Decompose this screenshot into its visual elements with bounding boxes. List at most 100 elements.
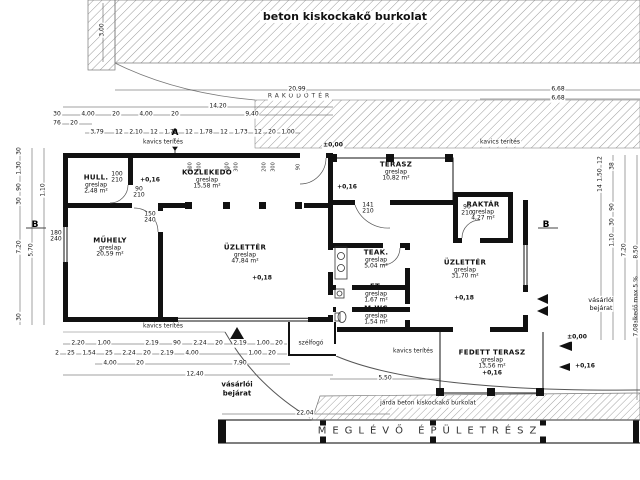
room-name: ÜZLETTÉR — [223, 243, 267, 252]
dimension-label: 30 — [608, 217, 617, 227]
dimension-label: 1,00 — [247, 349, 263, 358]
entrance-line-2: bejárat — [222, 389, 252, 397]
door-width: 100 — [111, 170, 123, 178]
dimension-label: 12 — [114, 128, 124, 137]
dimension-label: 5,50 — [377, 374, 393, 383]
dimension-label: 4,00 — [80, 110, 96, 119]
dimension-label: 6,68 — [550, 85, 566, 94]
dimension-label: 2,19 — [232, 339, 248, 348]
walkway-label: járda beton kiskockakő burkolat — [379, 399, 477, 408]
room-name: TERASZ — [379, 160, 413, 169]
entrance-line-2: bejárat — [589, 304, 613, 312]
dimension-label: 4,00 — [102, 359, 118, 368]
dimension-label: 12 — [149, 128, 159, 137]
existing-building-label: MEGLÉVŐ ÉPÜLETRÉSZ — [312, 425, 548, 437]
entrance-line-1: vásárlói — [588, 295, 614, 304]
section-marker: B — [31, 220, 39, 231]
level-marker: +0,18 — [453, 294, 475, 303]
door-arcs — [109, 157, 481, 266]
dimension-label: 30 — [15, 146, 24, 156]
area-note: szélfogó — [297, 339, 325, 348]
room-area: 20,59 m² — [96, 250, 124, 258]
room-area: 5,04 m² — [364, 262, 388, 270]
loading-area-label: RAKODÓTÉR — [267, 92, 333, 101]
dimension-label: 1,00 — [255, 339, 271, 348]
opening-size-tag: 300 — [233, 162, 240, 172]
room-area: 15,58 m² — [193, 182, 221, 190]
dimension-label: 2,20 — [70, 339, 86, 348]
door-height: 210 — [461, 210, 473, 217]
opening-size-tag: 300 — [270, 162, 277, 172]
room-name: ET. — [369, 282, 383, 291]
dimension-label: 1,54 — [81, 349, 97, 358]
room-finish: greslap — [98, 244, 122, 252]
entrance-line-1: vásárlói — [221, 380, 253, 389]
dimension-label: 3,79 — [89, 128, 105, 137]
area-note: kavics terítés — [142, 322, 184, 331]
thin-outlines — [63, 157, 544, 394]
dimension-label: 7,08 — [632, 322, 640, 338]
door-width: 150 — [144, 210, 156, 218]
dimension-label: 5,70 — [27, 242, 36, 258]
dimension-label: 1,10 — [39, 182, 48, 198]
fixtures — [334, 246, 348, 323]
area-note: kavics terítés — [142, 138, 184, 147]
room-finish: greslap — [384, 168, 408, 176]
dimension-label: 12 — [253, 128, 263, 137]
dimension-label: 25 — [104, 349, 114, 358]
dimension-label: 20 — [170, 110, 180, 119]
dimension-label: 7,20 — [15, 239, 24, 255]
dimension-label: 7,90 — [232, 359, 248, 368]
room-finish: greslap — [364, 290, 388, 298]
dimension-label: 4,00 — [138, 110, 154, 119]
dimension-label: 22,04 — [295, 409, 315, 418]
room-area: 31,70 m² — [451, 272, 479, 280]
room-area: 13,56 m² — [478, 362, 506, 370]
room-name: TEAK. — [363, 248, 389, 257]
room-finish: greslap — [364, 312, 388, 320]
room-name: KÖZLEKEDŐ — [181, 168, 233, 177]
dimension-label: 1,30 — [15, 160, 24, 176]
room-name: M.WC — [364, 304, 388, 313]
room-finish: greslap — [233, 251, 257, 259]
area-note: kavics terítés — [392, 347, 434, 356]
room-finish: greslap — [84, 181, 108, 189]
room-name: FEDETT TERASZ — [458, 348, 526, 357]
room-finish: greslap — [453, 266, 477, 274]
dimension-label: 12 — [596, 155, 605, 165]
dimension-label: 14,20 — [208, 102, 228, 111]
opening-size-tag: 200 — [261, 162, 268, 172]
door-width: 90 — [463, 203, 471, 211]
room-finish: greslap — [480, 356, 504, 364]
door-width: 180 — [50, 229, 62, 237]
opening-size-tag: 90 — [295, 163, 302, 171]
dimension-label: 9,40 — [244, 110, 260, 119]
level-marker: +0,16 — [574, 362, 596, 371]
walls — [63, 153, 544, 396]
dimension-label: 30 — [15, 196, 24, 206]
room-finish: greslap — [195, 176, 219, 184]
dimension-label: 1,73 — [233, 128, 249, 137]
dimension-label: 20 — [142, 349, 152, 358]
door-width: 90 — [135, 185, 143, 193]
dimension-label: 20 — [274, 339, 284, 348]
level-marker: ±0,00 — [322, 141, 344, 150]
dimension-label: 2,19 — [159, 349, 175, 358]
room-name: HULL. — [83, 173, 109, 182]
dimension-label: 20,99 — [287, 85, 307, 94]
room-area: 4,27 m² — [471, 214, 495, 222]
dimension-label: 3,00 — [98, 22, 107, 38]
door-height: 210 — [362, 208, 374, 215]
door-width: 141 — [362, 201, 374, 209]
dimension-label: 20 — [69, 119, 79, 128]
customer-entrance-bottom-label: vásárlói bejárat — [221, 380, 253, 398]
